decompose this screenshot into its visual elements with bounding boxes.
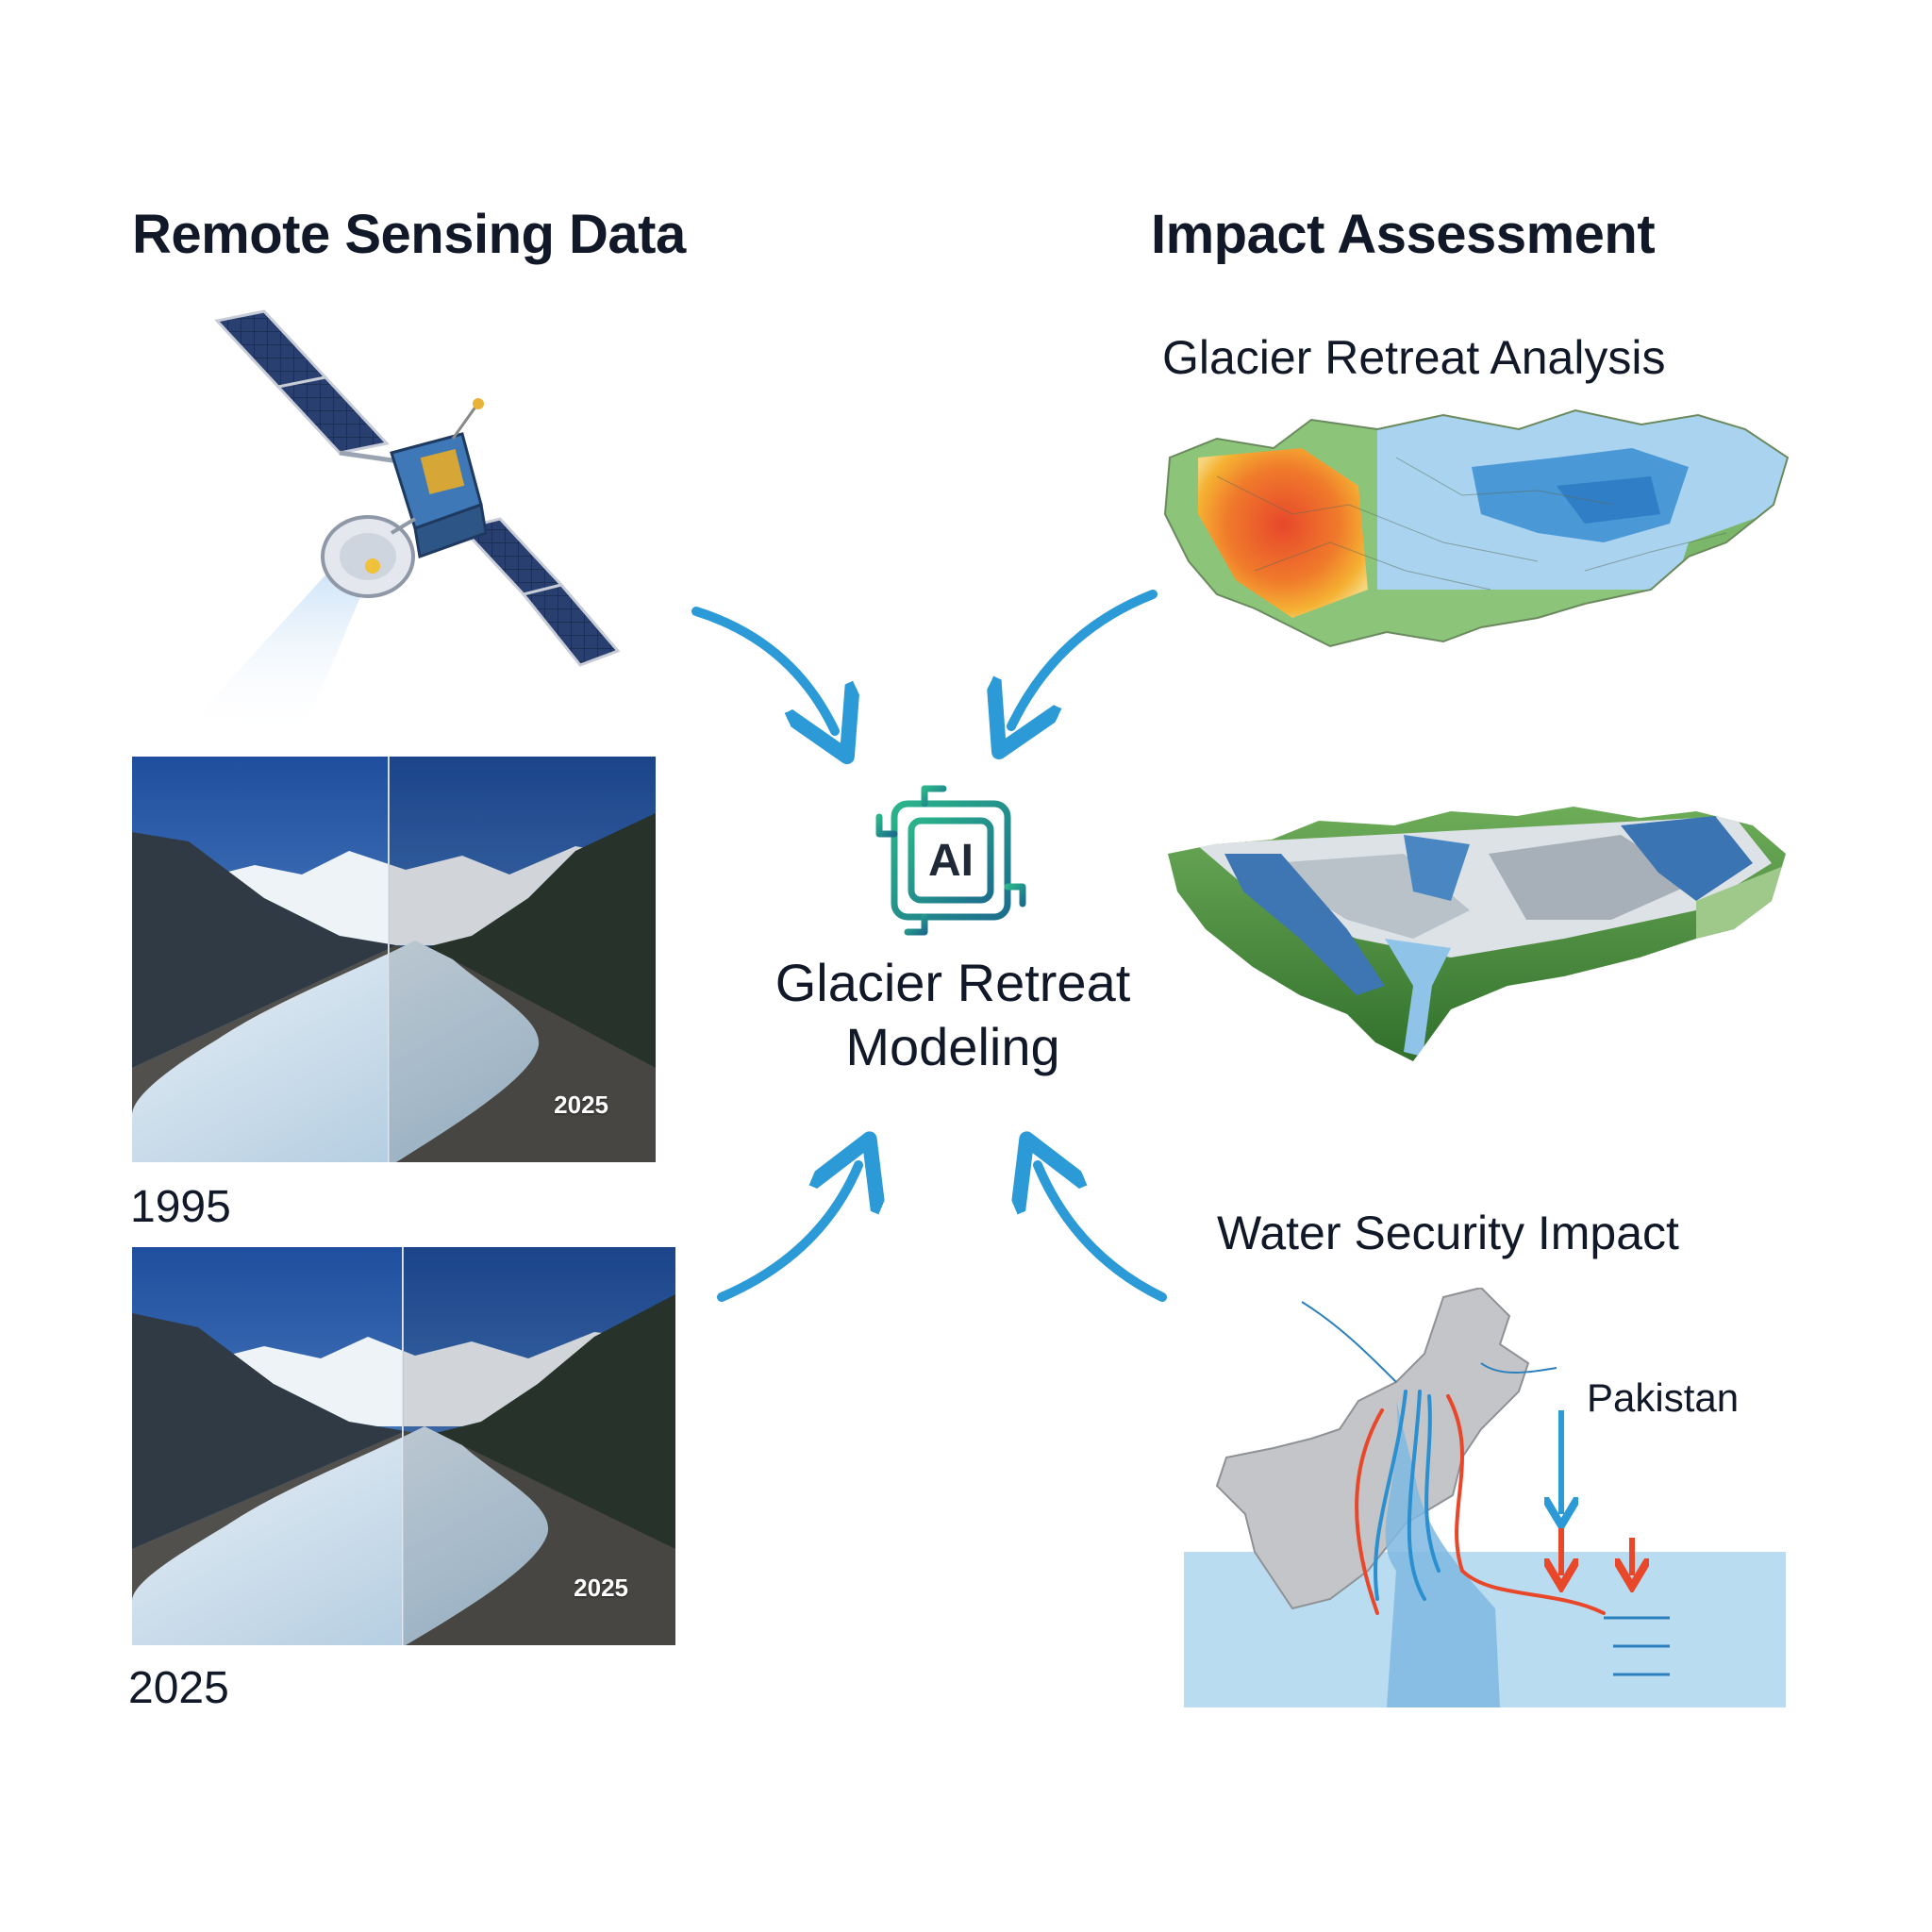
- country-label: Pakistan: [1587, 1375, 1740, 1420]
- satellite-icon: [189, 292, 623, 736]
- glacier-retreat-analysis-title: Glacier Retreat Analysis: [1162, 331, 1666, 384]
- remote-sensing-title: Remote Sensing Data: [132, 204, 686, 265]
- glacier-photo-1995: 2025: [132, 757, 656, 1162]
- curved-arrow-icon: [1038, 1165, 1167, 1302]
- curved-arrow-icon: [691, 607, 835, 731]
- center-title: Glacier Retreat Modeling: [736, 951, 1170, 1080]
- year-label-2025: 2025: [128, 1663, 229, 1713]
- photo-badge-year: 2025: [574, 1574, 628, 1602]
- impact-assessment-title: Impact Assessment: [1151, 204, 1656, 265]
- year-label-1995: 1995: [130, 1182, 231, 1232]
- ai-chip-icon: AI: [866, 775, 1036, 945]
- center-title-line2: Modeling: [845, 1017, 1060, 1077]
- photo-badge-year: 2025: [554, 1091, 608, 1119]
- terrain-glacier-map: [1168, 797, 1790, 1071]
- glacier-photo-2025: 2025: [132, 1247, 675, 1645]
- curved-arrow-icon: [1011, 590, 1158, 726]
- retreat-heatmap-map: [1160, 401, 1792, 660]
- water-security-map: [1179, 1288, 1792, 1707]
- center-title-line1: Glacier Retreat: [774, 953, 1131, 1012]
- curved-arrow-icon: [717, 1165, 858, 1302]
- water-security-title: Water Security Impact: [1217, 1207, 1679, 1259]
- ai-chip-label: AI: [928, 835, 974, 886]
